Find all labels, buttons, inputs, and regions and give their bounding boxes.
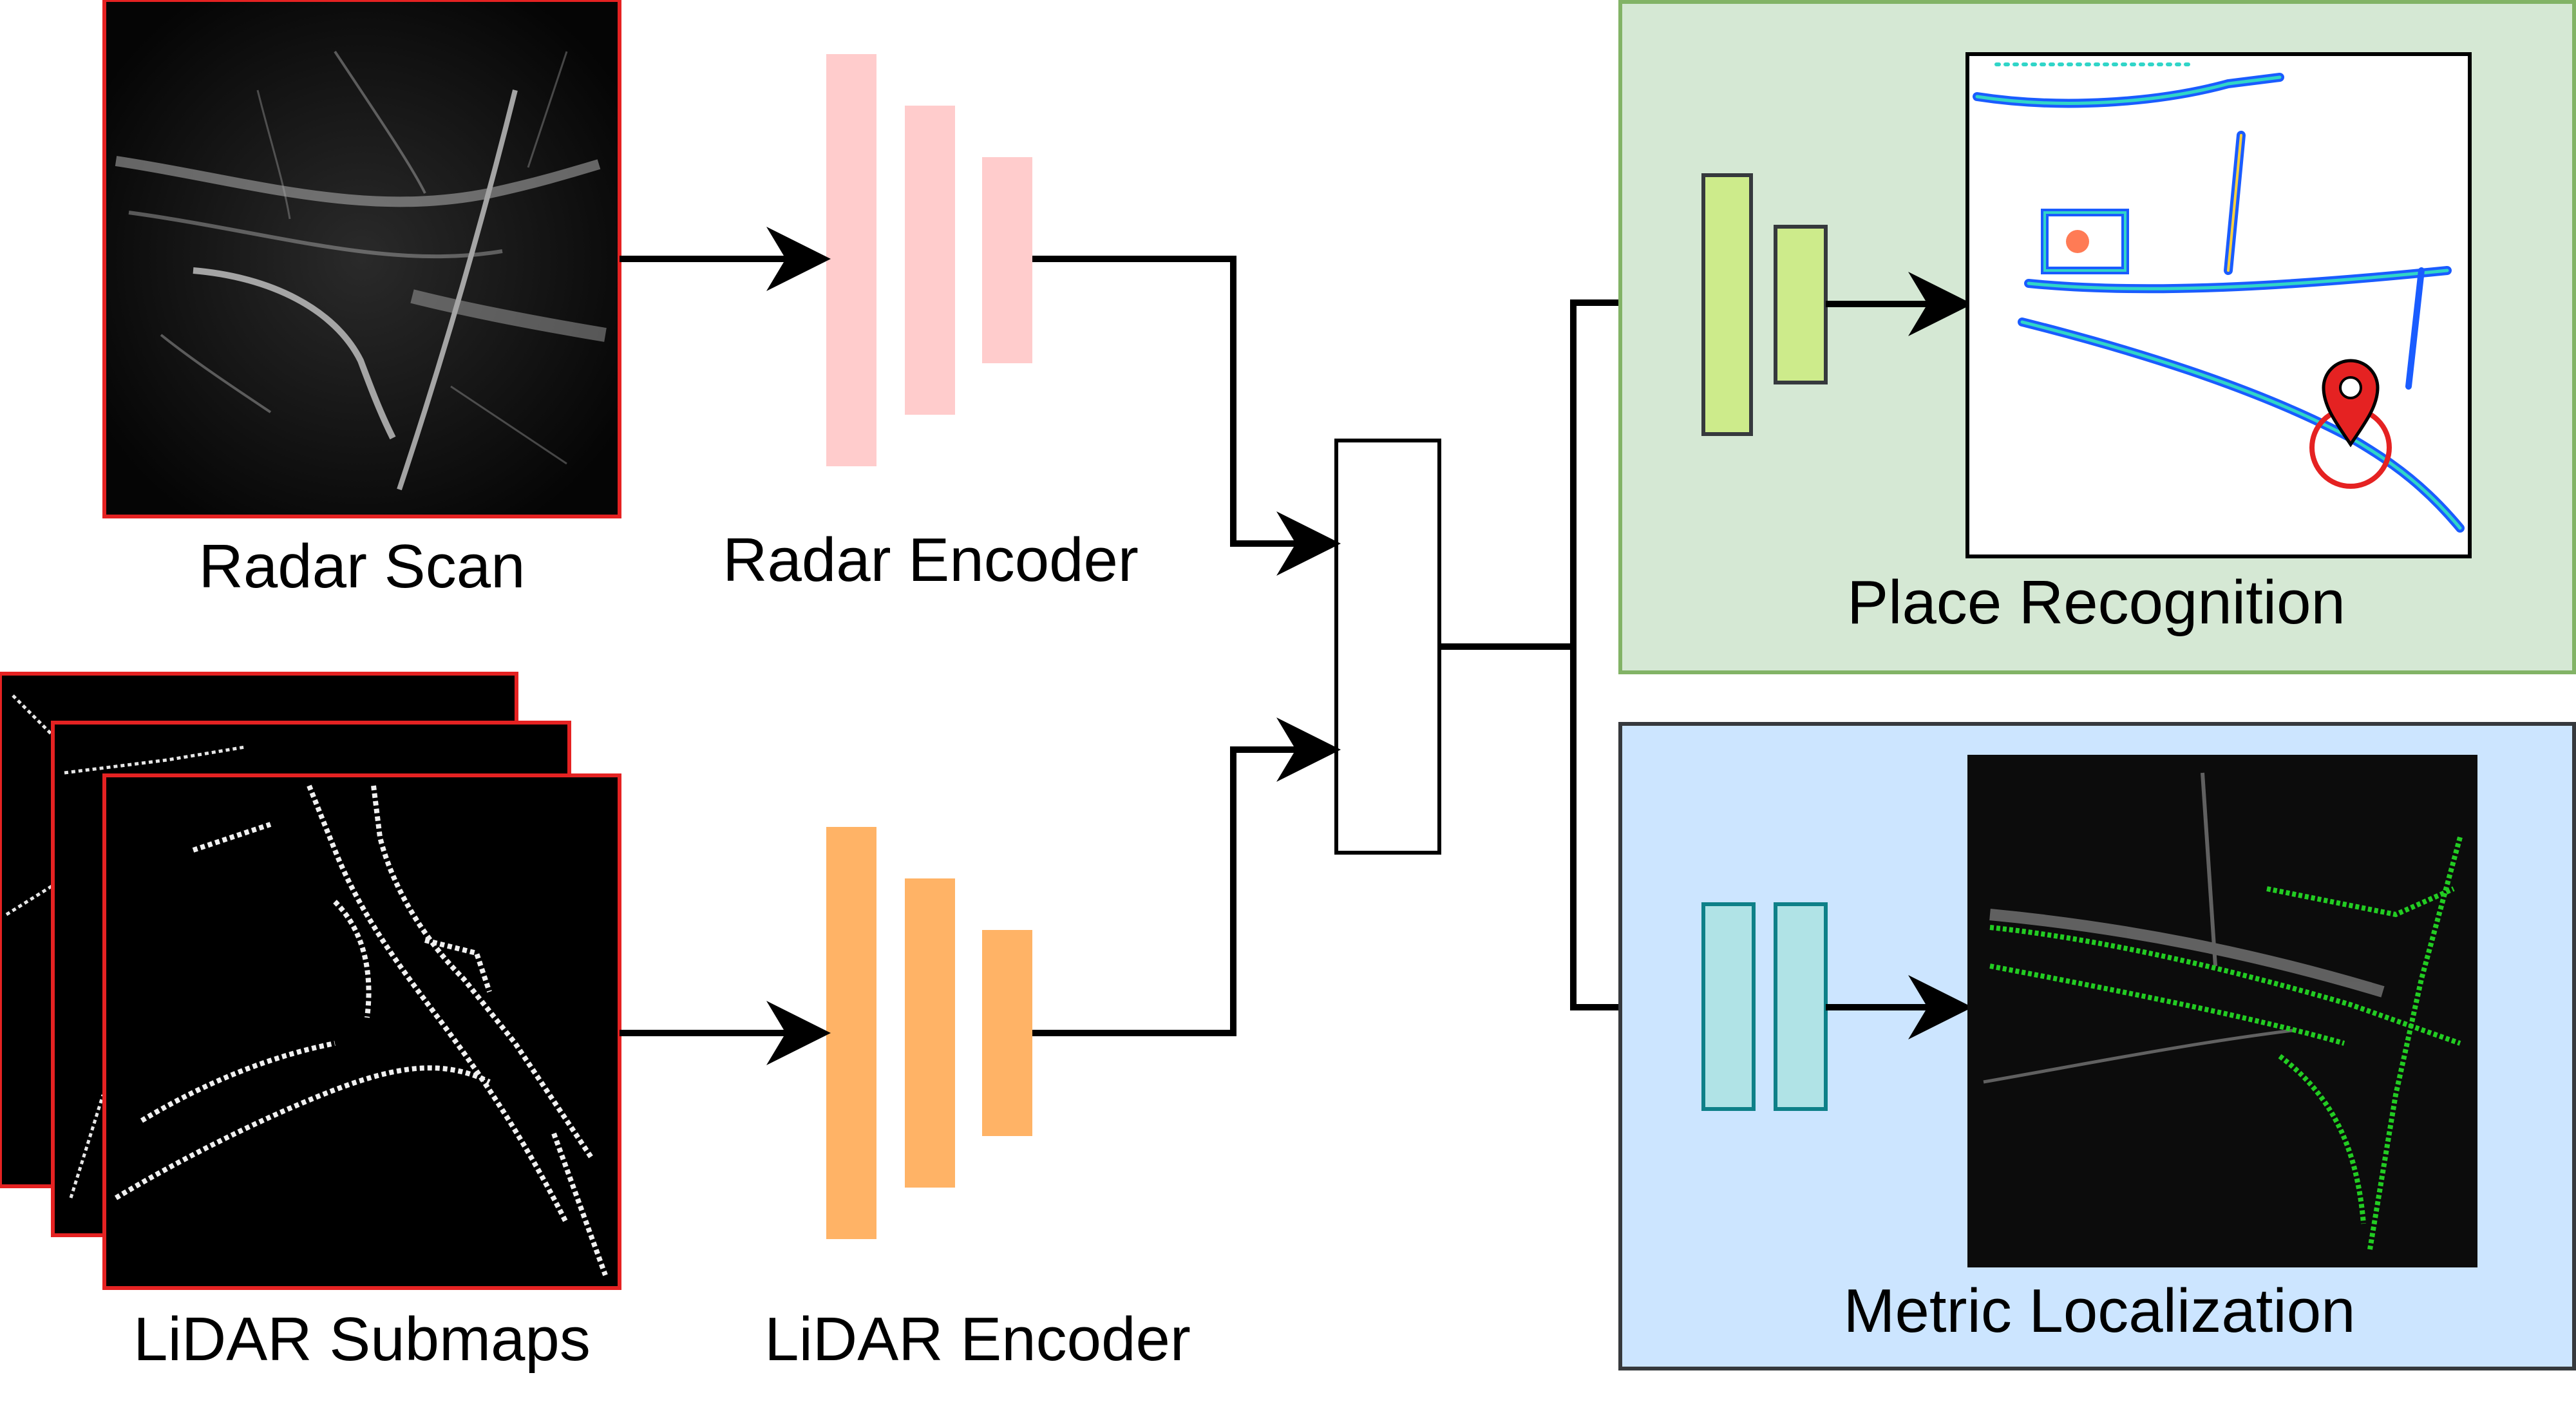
arrow-radar-encoder-to-fusion [1032, 256, 1341, 576]
metric-localization-label: Metric Localization [1844, 1276, 2356, 1345]
location-pin-icon [2322, 359, 2380, 448]
metric-localization-overlay [1967, 755, 2477, 1267]
connectors [620, 227, 1710, 1065]
radar-scan-label: Radar Scan [199, 532, 526, 601]
radar-encoder-label: Radar Encoder [723, 526, 1139, 594]
place-recognition-map [1965, 52, 2472, 558]
arrow-lidar-encoder-to-fusion [1032, 717, 1341, 1036]
fusion-block [1334, 439, 1441, 855]
radar-encoder [826, 54, 1032, 466]
metric-localization-head [1701, 902, 1828, 1111]
place-recognition-head [1701, 173, 1828, 436]
radar-scan-image [102, 0, 621, 518]
lidar-submap-front [102, 773, 621, 1290]
place-recognition-label: Place Recognition [1847, 568, 2345, 637]
lidar-encoder [826, 827, 1032, 1239]
lidar-submaps-label: LiDAR Submaps [133, 1305, 591, 1374]
lidar-encoder-label: LiDAR Encoder [764, 1305, 1191, 1374]
